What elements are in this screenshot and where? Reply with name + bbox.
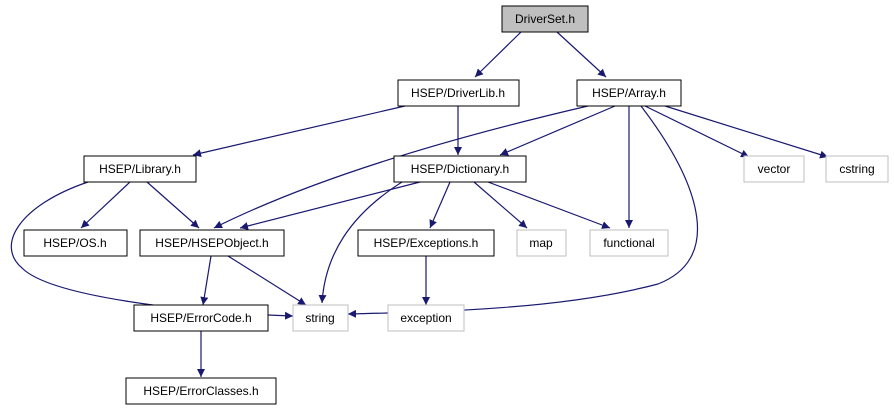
node-hsep-driverlib[interactable]: HSEP/DriverLib.h [397, 79, 520, 107]
node-label: HSEP/Array.h [592, 86, 666, 100]
node-label: string [305, 311, 334, 325]
node-driverset[interactable]: DriverSet.h [501, 5, 589, 33]
node-hsep-hsepobject[interactable]: HSEP/HSEPObject.h [139, 229, 285, 257]
node-hsep-array[interactable]: HSEP/Array.h [576, 79, 682, 107]
edge-array-to-cstring [664, 105, 829, 159]
edge-library-to-os [80, 181, 131, 229]
edge-dictionary-to-hsepobject [239, 181, 421, 230]
node-label: HSEP/ErrorClasses.h [143, 384, 258, 398]
node-label: exception [400, 311, 451, 325]
node-exception[interactable]: exception [387, 304, 465, 332]
node-label: functional [603, 236, 654, 250]
node-label: vector [758, 162, 791, 176]
node-label: HSEP/OS.h [43, 236, 106, 250]
node-hsep-os[interactable]: HSEP/OS.h [23, 229, 128, 257]
edge-driverlib-to-library [192, 105, 406, 158]
edge-dictionary-to-map [473, 181, 528, 229]
node-string[interactable]: string [292, 304, 349, 332]
edge-dictionary-to-functional [487, 181, 611, 229]
node-hsep-errorcode[interactable]: HSEP/ErrorCode.h [133, 304, 269, 332]
edge-library-to-hsepobject [146, 181, 200, 229]
edge-dictionary-to-string [318, 181, 403, 304]
nodes-layer: DriverSet.h HSEP/DriverLib.h HSEP/Array.… [23, 5, 889, 405]
node-vector[interactable]: vector [743, 155, 805, 183]
node-label: HSEP/ErrorCode.h [150, 311, 251, 325]
node-label: DriverSet.h [515, 12, 575, 26]
node-label: HSEP/Dictionary.h [411, 162, 509, 176]
node-cstring[interactable]: cstring [825, 155, 889, 183]
edge-array-to-string [347, 105, 699, 318]
node-label: HSEP/Exceptions.h [374, 236, 479, 250]
node-label: HSEP/HSEPObject.h [155, 236, 268, 250]
edge-array-to-dictionary [499, 105, 616, 156]
node-hsep-exceptions[interactable]: HSEP/Exceptions.h [357, 229, 495, 257]
node-functional[interactable]: functional [589, 229, 669, 257]
edge-array-to-hsepobject [213, 105, 589, 229]
node-label: HSEP/DriverLib.h [411, 86, 505, 100]
node-map[interactable]: map [516, 229, 567, 257]
edge-hsepobject-to-string [227, 255, 307, 306]
node-label: HSEP/Library.h [99, 162, 181, 176]
edge-dictionary-to-exceptions [429, 181, 451, 229]
edge-array-to-vector [644, 105, 750, 158]
edge-driverset-to-driverlib [474, 31, 522, 78]
node-label: cstring [839, 162, 874, 176]
node-hsep-errorclasses[interactable]: HSEP/ErrorClasses.h [125, 377, 277, 405]
edge-driverset-to-array [556, 31, 607, 78]
node-hsep-dictionary[interactable]: HSEP/Dictionary.h [393, 155, 527, 183]
node-label: map [529, 236, 553, 250]
node-hsep-library[interactable]: HSEP/Library.h [83, 155, 197, 183]
edge-hsepobject-to-errorcode [200, 255, 212, 306]
